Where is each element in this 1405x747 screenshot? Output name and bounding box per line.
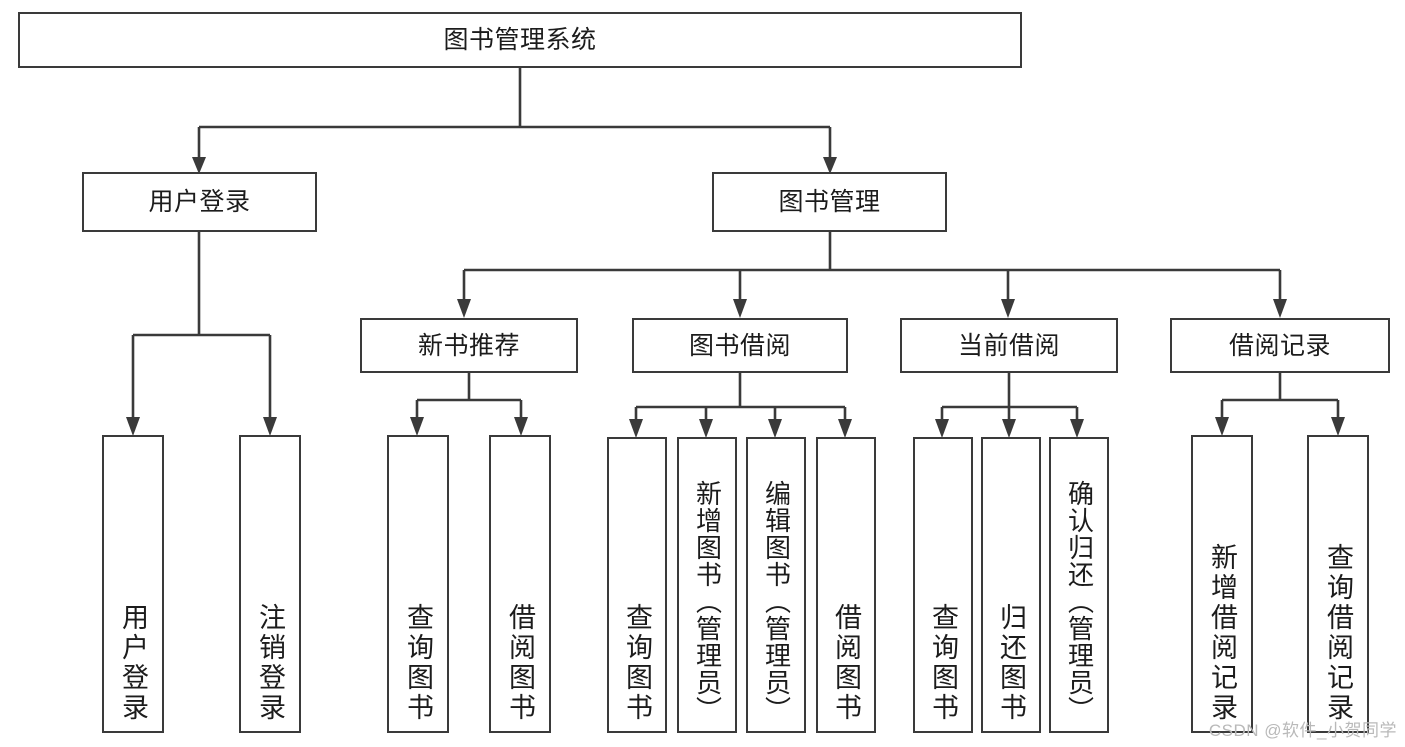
node-label: 用户登录 (148, 188, 251, 216)
node-label: 图书管理系统 (443, 26, 597, 54)
leaf-user-logout[interactable]: 注销登录 (239, 435, 301, 733)
node-label: 注销登录 (255, 603, 286, 723)
leaf-borrow-book[interactable]: 借阅图书 (816, 437, 876, 733)
leaf-user-login[interactable]: 用户登录 (102, 435, 164, 733)
node-root-system[interactable]: 图书管理系统 (18, 12, 1022, 68)
leaf-confirm-return-admin[interactable]: 确认归还（管理员） (1049, 437, 1109, 733)
node-label: 图书借阅 (688, 331, 791, 360)
node-current-borrow[interactable]: 当前借阅 (900, 318, 1118, 373)
node-label: 查询借阅记录 (1323, 543, 1354, 723)
node-label: 借阅图书 (505, 603, 536, 723)
leaf-return-book[interactable]: 归还图书 (981, 437, 1041, 733)
node-label: 确认归还（管理员） (1064, 480, 1095, 723)
node-label: 新增借阅记录 (1207, 543, 1238, 723)
leaf-query-book-borrow[interactable]: 查询图书 (607, 437, 667, 733)
leaf-query-book-current[interactable]: 查询图书 (913, 437, 973, 733)
node-label: 编辑图书（管理员） (761, 480, 792, 723)
leaf-edit-book-admin[interactable]: 编辑图书（管理员） (746, 437, 806, 733)
node-label: 用户登录 (118, 603, 149, 723)
leaf-borrow-book-recommend[interactable]: 借阅图书 (489, 435, 551, 733)
node-label: 当前借阅 (957, 331, 1060, 360)
node-label: 新书推荐 (417, 331, 520, 360)
node-label: 新增图书（管理员） (692, 480, 723, 723)
node-label: 查询图书 (928, 603, 959, 723)
node-borrow-record[interactable]: 借阅记录 (1170, 318, 1390, 373)
leaf-add-borrow-record[interactable]: 新增借阅记录 (1191, 435, 1253, 733)
node-label: 借阅记录 (1228, 331, 1331, 360)
node-label: 查询图书 (403, 603, 434, 723)
node-user-login[interactable]: 用户登录 (82, 172, 317, 232)
node-new-book-recommend[interactable]: 新书推荐 (360, 318, 578, 373)
node-label: 图书管理 (778, 188, 881, 216)
leaf-add-book-admin[interactable]: 新增图书（管理员） (677, 437, 737, 733)
node-book-management[interactable]: 图书管理 (712, 172, 947, 232)
node-label: 查询图书 (622, 603, 653, 723)
node-book-borrow[interactable]: 图书借阅 (632, 318, 848, 373)
leaf-query-borrow-record[interactable]: 查询借阅记录 (1307, 435, 1369, 733)
leaf-query-book-recommend[interactable]: 查询图书 (387, 435, 449, 733)
node-label: 归还图书 (996, 603, 1027, 723)
node-label: 借阅图书 (831, 603, 862, 723)
